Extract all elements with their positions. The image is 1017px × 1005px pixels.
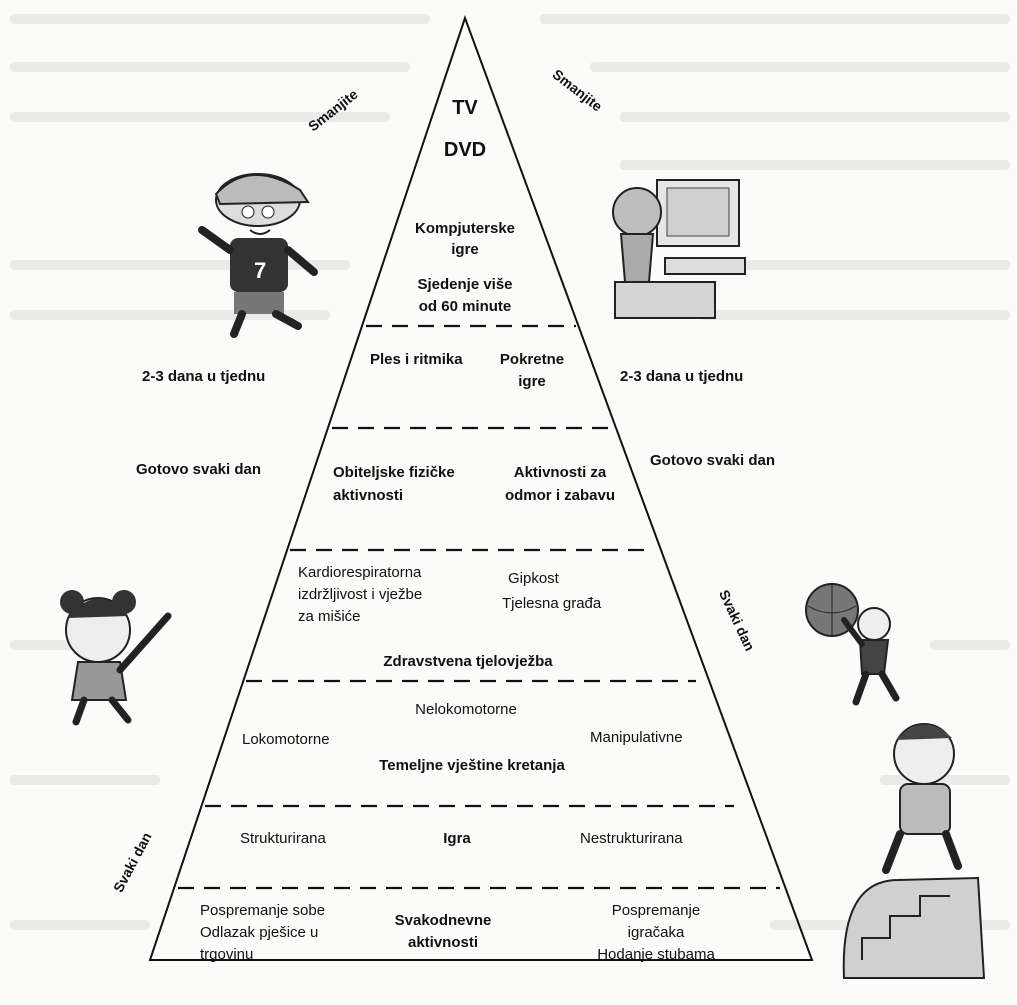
leisure-label-1: Aktivnosti za	[513, 464, 607, 481]
sitting-label-2: od 60 minute	[418, 298, 512, 315]
child-computer-illustration	[612, 179, 746, 319]
play-title: Igra	[443, 830, 471, 847]
daily-left-label-1: Pospremanje sobe	[200, 902, 326, 919]
moving-games-label-1: Pokretne	[499, 351, 565, 368]
cardio-label-2: izdržljivost i vježbe	[298, 586, 423, 603]
family-activities-label-2: aktivnosti	[333, 487, 404, 504]
weekly-label-right: 2-3 dana u tjednu	[620, 368, 744, 385]
daily-left-label-2: Odlazak pješice u	[200, 924, 319, 941]
family-activities-label-1: Obiteljske fizičke	[333, 464, 455, 481]
weekly-label-left: 2-3 dana u tjednu	[142, 368, 266, 385]
svg-text:7: 7	[254, 258, 266, 283]
daily-right-label-1: Pospremanje	[611, 902, 701, 919]
locomotor-label: Lokomotorne	[242, 731, 330, 748]
boy-basketball-illustration	[805, 583, 900, 706]
body-composition-label: Tjelesna građa	[502, 595, 602, 612]
manipulative-label: Manipulativne	[590, 729, 683, 746]
computer-games-label-2: igre	[451, 241, 479, 258]
cardio-label-3: za mišiće	[298, 608, 361, 625]
almost-daily-label-left: Gotovo svaki dan	[136, 461, 262, 478]
pyramid-outline	[148, 14, 814, 961]
moving-games-label-2: igre	[518, 373, 546, 390]
dvd-label: DVD	[443, 139, 487, 161]
flexibility-label: Gipkost	[508, 570, 559, 587]
daily-left-label-3: trgovinu	[200, 946, 254, 963]
daily-right-label-3: Hodanje stubama	[597, 946, 715, 963]
sitting-label-1: Sjedenje više	[417, 276, 513, 293]
leisure-label-2: odmor i zabavu	[504, 487, 616, 504]
daily-right-label-2: igračaka	[627, 924, 685, 941]
daily-activities-title-2: aktivnosti	[407, 934, 479, 951]
boy-stairs-illustration	[842, 723, 986, 979]
computer-games-label-1: Kompjuterske	[414, 220, 516, 237]
level-dividers	[178, 324, 780, 890]
dance-label: Ples i ritmika	[370, 351, 463, 368]
cardio-label-1: Kardiorespiratorna	[298, 564, 422, 581]
structured-play-label: Strukturirana	[240, 830, 326, 847]
daily-activities-title-1: Svakodnevne	[394, 912, 492, 929]
girl-bowling-illustration	[60, 590, 172, 726]
almost-daily-label-right: Gotovo svaki dan	[650, 452, 776, 469]
tv-label: TV	[452, 97, 478, 119]
nonlocomotor-label: Nelokomotorne	[415, 701, 517, 718]
basic-movement-title: Temeljne vještine kretanja	[379, 757, 565, 774]
health-exercise-title: Zdravstvena tjelovježba	[383, 653, 553, 670]
unstructured-play-label: Nestrukturirana	[580, 830, 683, 847]
boy-cap-illustration: 7	[198, 173, 318, 338]
